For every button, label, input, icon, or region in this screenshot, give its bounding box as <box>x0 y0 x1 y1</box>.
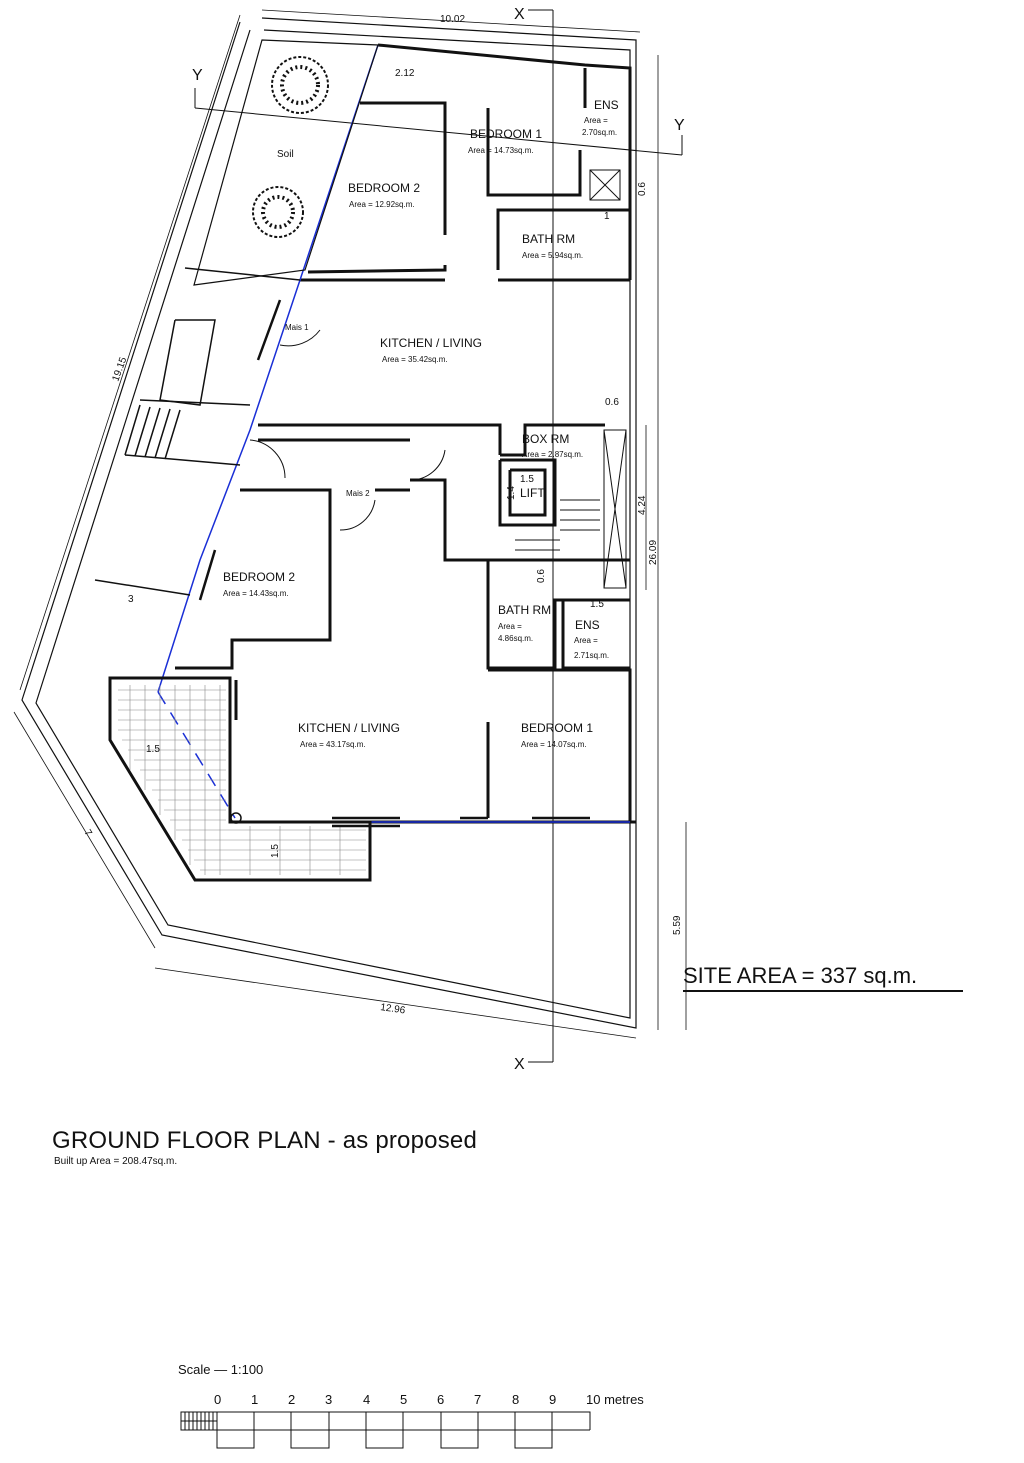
dimension-labels: 10.02 2.12 0.6 1 1.5 1.5 3 1.5 19.15 12.… <box>81 14 683 1017</box>
dim-15-lift: 1.5 <box>520 474 534 485</box>
doors <box>249 329 446 531</box>
scale-tick-8: 8 <box>512 1392 519 1407</box>
room-bath-lower-area-line1: Area = <box>498 622 522 631</box>
section-lines <box>194 9 683 1063</box>
terrace <box>108 676 372 882</box>
dim-1: 1 <box>604 211 610 222</box>
section-y-right: Y <box>674 117 685 134</box>
room-kitchen-upper-area: Area = 35.42sq.m. <box>382 355 448 364</box>
scale-tick-9: 9 <box>549 1392 556 1407</box>
scale-tick-5: 5 <box>400 1392 407 1407</box>
stair-core <box>515 169 627 589</box>
room-kitchen-lower-name: KITCHEN / LIVING <box>298 721 400 735</box>
dim-06-a: 0.6 <box>605 397 619 408</box>
scale-tick-7: 7 <box>474 1392 481 1407</box>
room-bedroom2-lower-name: BEDROOM 2 <box>223 570 295 584</box>
site-area-label: SITE AREA = 337 sq.m. <box>683 963 918 988</box>
dim-stair-length: 4.24 <box>637 495 648 515</box>
room-ens-upper-area-line2: 2.70sq.m. <box>582 128 617 137</box>
room-ens-upper-name: ENS <box>594 98 619 112</box>
room-ens-lower-name: ENS <box>575 618 600 632</box>
room-bedroom1-upper-area: Area = 14.73sq.m. <box>468 146 534 155</box>
section-y-left: Y <box>192 67 203 84</box>
outer-dimension-lines <box>13 9 687 1039</box>
room-bedroom2-upper-area: Area = 12.92sq.m. <box>349 200 415 209</box>
dim-212: 2.12 <box>395 68 415 79</box>
scale-label: Scale — 1:100 <box>178 1362 263 1377</box>
room-ens-lower-area-line1: Area = <box>574 636 598 645</box>
dim-7: 7 <box>81 828 94 839</box>
section-marks: X X Y Y <box>192 6 685 1073</box>
room-labels: BEDROOM 1 Area = 14.73sq.m. ENS Area = 2… <box>223 98 619 749</box>
room-kitchen-lower-area: Area = 43.17sq.m. <box>300 740 366 749</box>
garden <box>193 39 379 286</box>
upper-apartment-walls <box>240 43 632 562</box>
room-bedroom2-upper-name: BEDROOM 2 <box>348 181 420 195</box>
mais1-label: Mais 1 <box>285 323 309 332</box>
room-ens-upper-area-line1: Area = <box>584 116 608 125</box>
dim-top-width: 10.02 <box>440 14 465 25</box>
dim-15-terrace: 1.5 <box>146 744 160 755</box>
site-area-underline <box>683 990 963 992</box>
dim-06-c: 0.6 <box>536 569 547 583</box>
room-lift-name: LIFT <box>520 486 545 500</box>
scale-tick-6: 6 <box>437 1392 444 1407</box>
room-bedroom2-lower-area: Area = 14.43sq.m. <box>223 589 289 598</box>
scale-tick-2: 2 <box>288 1392 295 1407</box>
dim-14-lift: 1.4 <box>506 486 517 500</box>
scale-tick-4: 4 <box>363 1392 370 1407</box>
soil-label: Soil <box>277 149 294 160</box>
plan-title: GROUND FLOOR PLAN - as proposed <box>52 1127 477 1154</box>
room-bath-upper-name: BATH RM <box>522 232 575 246</box>
site-boundary <box>21 17 637 1029</box>
room-bath-upper-area: Area = 5.94sq.m. <box>522 251 583 260</box>
left-passages <box>94 267 301 596</box>
dim-15-ens: 1.5 <box>590 599 604 610</box>
room-bath-lower-name: BATH RM <box>498 603 551 617</box>
room-bedroom1-lower-name: BEDROOM 1 <box>521 721 593 735</box>
scale-bar: Scale — 1:100 0 1 2 3 4 5 6 7 8 9 10 met… <box>178 1362 644 1449</box>
scale-tick-1: 1 <box>251 1392 258 1407</box>
dim-right-lower: 5.59 <box>672 915 683 935</box>
scale-tick-3: 3 <box>325 1392 332 1407</box>
windows <box>198 299 590 828</box>
dim-15-terrace-2: 1.5 <box>270 844 281 858</box>
scale-end-label: 10 metres <box>586 1392 644 1407</box>
room-kitchen-upper-name: KITCHEN / LIVING <box>380 336 482 350</box>
room-bath-lower-area-line2: 4.86sq.m. <box>498 634 533 643</box>
section-x-bottom: X <box>514 1056 525 1073</box>
mais2-label: Mais 2 <box>346 489 370 498</box>
section-x-top: X <box>514 6 525 23</box>
dim-left-side: 19.15 <box>110 355 129 383</box>
dim-right-depth: 26.09 <box>648 540 659 565</box>
dim-bottom-side: 12.96 <box>380 1002 407 1016</box>
dim-3: 3 <box>128 594 134 605</box>
room-ens-lower-area-line2: 2.71sq.m. <box>574 651 609 660</box>
plan-subtitle: Built up Area = 208.47sq.m. <box>54 1156 178 1167</box>
lower-apartment-walls <box>175 458 636 824</box>
scale-tick-0: 0 <box>214 1392 221 1407</box>
room-box-rm-name: BOX RM <box>522 432 569 446</box>
room-bedroom1-lower-area: Area = 14.07sq.m. <box>521 740 587 749</box>
dim-06-b: 0.6 <box>637 182 648 196</box>
room-bedroom1-upper-name: BEDROOM 1 <box>470 127 542 141</box>
room-box-rm-area: Area = 2.87sq.m. <box>522 450 583 459</box>
